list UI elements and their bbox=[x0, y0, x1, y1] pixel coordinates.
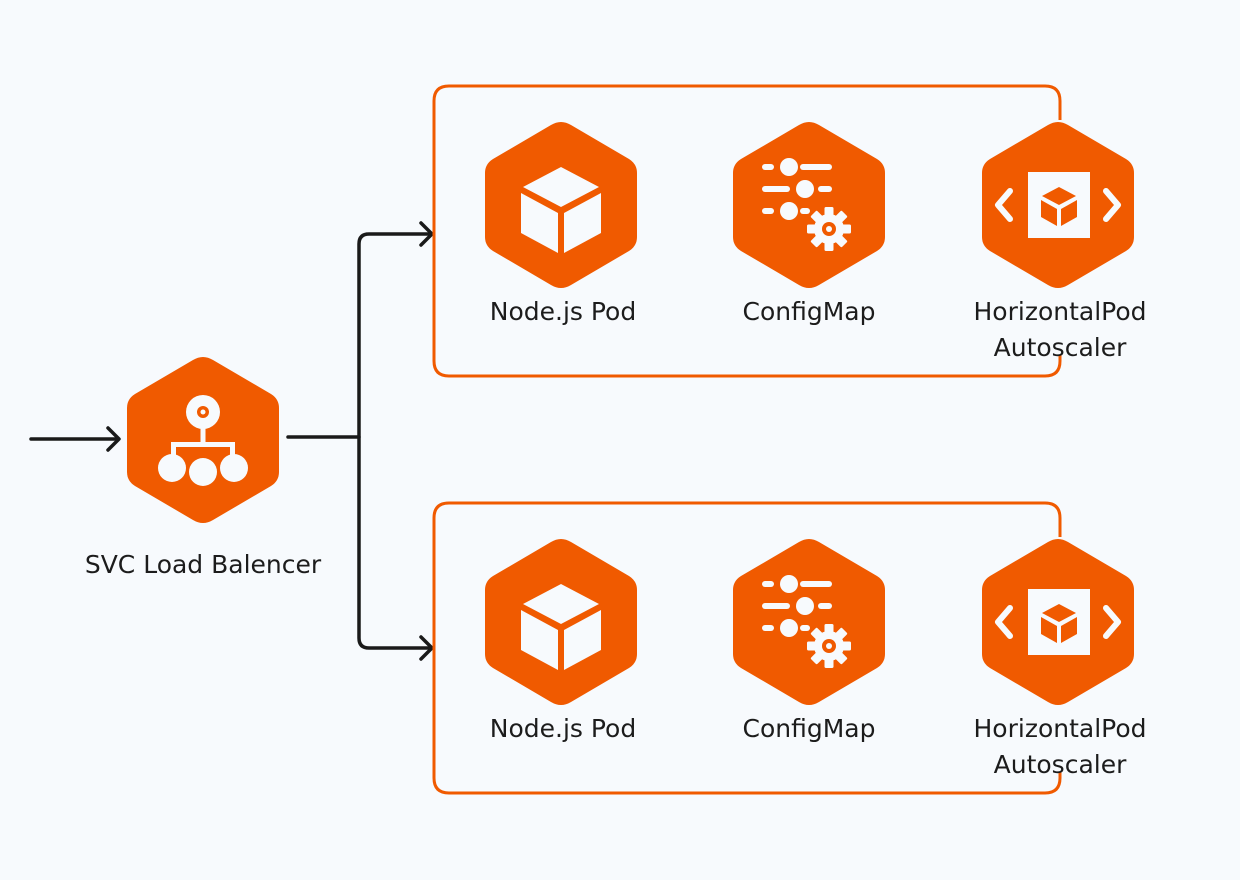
hpa-label-line2: Autoscaler bbox=[993, 750, 1127, 779]
load-balancer-label: SVC Load Balencer bbox=[84, 550, 322, 579]
hpa-label-line2: Autoscaler bbox=[993, 333, 1127, 362]
group-1-border bbox=[432, 84, 1062, 378]
hpa-node[interactable] bbox=[982, 122, 1134, 288]
configmap-label: ConfigMap bbox=[742, 297, 876, 326]
hpa-label-line1: HorizontalPod bbox=[973, 297, 1147, 326]
nodejs-pod-label: Node.js Pod bbox=[489, 297, 637, 326]
nodejs-pod-node[interactable] bbox=[485, 122, 637, 288]
connector-to-group-1 bbox=[286, 221, 434, 439]
configmap-label: ConfigMap bbox=[742, 714, 876, 743]
configmap-node[interactable] bbox=[733, 539, 885, 705]
nodejs-pod-label: Node.js Pod bbox=[489, 714, 637, 743]
hpa-node[interactable] bbox=[982, 539, 1134, 705]
hpa-label-line1: HorizontalPod bbox=[973, 714, 1147, 743]
group-2-border bbox=[432, 501, 1062, 795]
nodejs-pod-node[interactable] bbox=[485, 539, 637, 705]
connector-to-group-2 bbox=[357, 435, 434, 661]
input-arrow bbox=[29, 426, 121, 452]
configmap-node[interactable] bbox=[733, 122, 885, 288]
load-balancer-node[interactable] bbox=[127, 357, 279, 523]
